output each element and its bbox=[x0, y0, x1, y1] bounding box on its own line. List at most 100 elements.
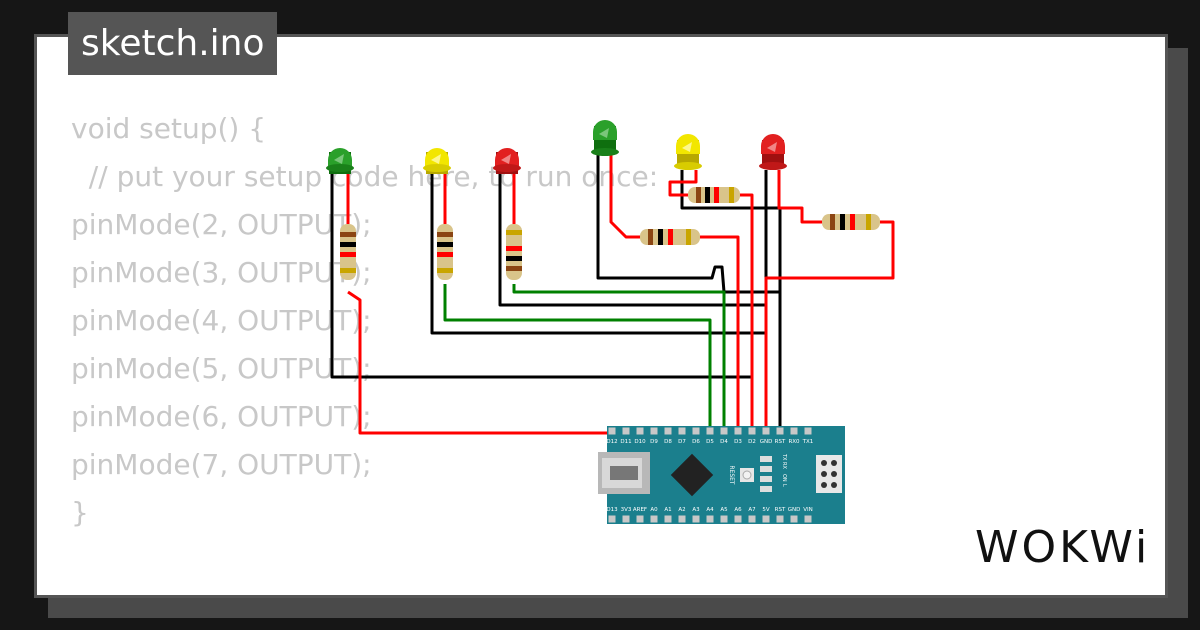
code-line: void setup() { bbox=[71, 112, 267, 145]
wire-black bbox=[596, 155, 782, 428]
header-pin[interactable] bbox=[706, 427, 714, 435]
pin-label: D10 bbox=[634, 439, 646, 445]
pin-label: D8 bbox=[664, 439, 672, 445]
pin-label: A3 bbox=[692, 507, 700, 513]
pin-label: TX1 bbox=[802, 439, 814, 445]
status-led-label: TX bbox=[781, 453, 787, 461]
pin-label: A6 bbox=[734, 507, 742, 513]
reset-button[interactable] bbox=[740, 468, 754, 482]
pin-label: D7 bbox=[678, 439, 686, 445]
pin-label: D9 bbox=[650, 439, 658, 445]
code-line: // put your setup code here, to run once… bbox=[71, 160, 659, 193]
pin-label: A1 bbox=[664, 507, 671, 513]
status-led-label: L bbox=[781, 484, 787, 487]
wire-black bbox=[764, 170, 776, 280]
led-red bbox=[759, 134, 787, 170]
led-yellow bbox=[423, 148, 451, 174]
header-pin[interactable] bbox=[762, 427, 770, 435]
header-pin[interactable] bbox=[762, 515, 770, 523]
header-pin[interactable] bbox=[734, 427, 742, 435]
header-pin[interactable] bbox=[720, 427, 728, 435]
header-pin[interactable] bbox=[678, 427, 686, 435]
wokwi-logo: WOKWi bbox=[975, 522, 1151, 573]
header-pin[interactable] bbox=[748, 427, 756, 435]
led-yellow bbox=[674, 134, 702, 170]
header-pin[interactable] bbox=[636, 427, 644, 435]
code-line: void loop() { bbox=[71, 585, 658, 595]
code-listing: void setup() { // put your setup code he… bbox=[71, 105, 659, 595]
code-line: pinMode(6, OUTPUT); bbox=[71, 400, 372, 433]
header-pin[interactable] bbox=[776, 515, 784, 523]
pin-label: GND bbox=[788, 507, 801, 513]
header-pin[interactable] bbox=[636, 515, 644, 523]
header-pin[interactable] bbox=[622, 427, 630, 435]
pin-label: A5 bbox=[720, 507, 728, 513]
wire-green bbox=[512, 284, 726, 428]
pin-label: RST bbox=[775, 507, 786, 513]
code-line: pinMode(4, OUTPUT); bbox=[71, 304, 372, 337]
wires-green bbox=[443, 284, 726, 428]
reset-label: RESET bbox=[728, 465, 735, 485]
pin-label: A0 bbox=[650, 507, 658, 513]
pin-label: D11 bbox=[620, 439, 631, 445]
resistor bbox=[506, 224, 522, 280]
icsp-header bbox=[816, 455, 842, 493]
pin-label: A2 bbox=[678, 507, 685, 513]
wires-red bbox=[346, 155, 895, 435]
wire-red bbox=[609, 155, 640, 239]
header-pin[interactable] bbox=[804, 515, 812, 523]
header-pin[interactable] bbox=[776, 427, 784, 435]
header-pin[interactable] bbox=[790, 515, 798, 523]
header-pin[interactable] bbox=[790, 427, 798, 435]
resistor bbox=[340, 224, 356, 280]
pin-label: RX0 bbox=[788, 439, 800, 445]
wire-red bbox=[700, 235, 740, 428]
header-pin[interactable] bbox=[748, 515, 756, 523]
code-line: pinMode(5, OUTPUT); bbox=[71, 352, 372, 385]
led-green bbox=[591, 120, 619, 156]
file-title-tab[interactable]: sketch.ino bbox=[68, 12, 278, 75]
header-pin[interactable] bbox=[650, 427, 658, 435]
header-pin[interactable] bbox=[608, 427, 616, 435]
header-pin[interactable] bbox=[734, 515, 742, 523]
pin-label: D6 bbox=[692, 439, 700, 445]
led-red bbox=[493, 148, 521, 174]
pin-label: D2 bbox=[748, 439, 756, 445]
header-pin[interactable] bbox=[608, 515, 616, 523]
header-pin[interactable] bbox=[692, 427, 700, 435]
resistor bbox=[688, 187, 740, 203]
usb-connector bbox=[598, 452, 650, 494]
header-pin[interactable] bbox=[664, 427, 672, 435]
resistor bbox=[437, 224, 453, 280]
pin-label: D13 bbox=[606, 507, 618, 513]
pin-label: D4 bbox=[720, 439, 728, 445]
resistor bbox=[640, 229, 700, 245]
pin-label: A7 bbox=[748, 507, 756, 513]
header-pin[interactable] bbox=[678, 515, 686, 523]
header-pin[interactable] bbox=[720, 515, 728, 523]
header-pin[interactable] bbox=[804, 427, 812, 435]
pin-label: VIN bbox=[803, 507, 813, 513]
pin-label: GND bbox=[760, 439, 773, 445]
code-line: } bbox=[71, 496, 89, 529]
wire-green bbox=[443, 284, 712, 428]
pin-label: AREF bbox=[633, 507, 647, 513]
pin-label: D5 bbox=[706, 439, 714, 445]
wire-red bbox=[764, 220, 895, 428]
wire-red bbox=[777, 170, 822, 224]
header-pin[interactable] bbox=[706, 515, 714, 523]
header-pin[interactable] bbox=[664, 515, 672, 523]
pin-label: D3 bbox=[734, 439, 742, 445]
status-led-label: RX bbox=[781, 462, 787, 469]
wire-black bbox=[498, 168, 766, 307]
pin-label: 3V3 bbox=[621, 507, 632, 513]
header-pin[interactable] bbox=[692, 515, 700, 523]
header-pin[interactable] bbox=[622, 515, 630, 523]
pin-label: RST bbox=[775, 439, 786, 445]
wire-red bbox=[738, 193, 754, 428]
code-line: pinMode(7, OUTPUT); bbox=[71, 448, 372, 481]
header-pin[interactable] bbox=[650, 515, 658, 523]
